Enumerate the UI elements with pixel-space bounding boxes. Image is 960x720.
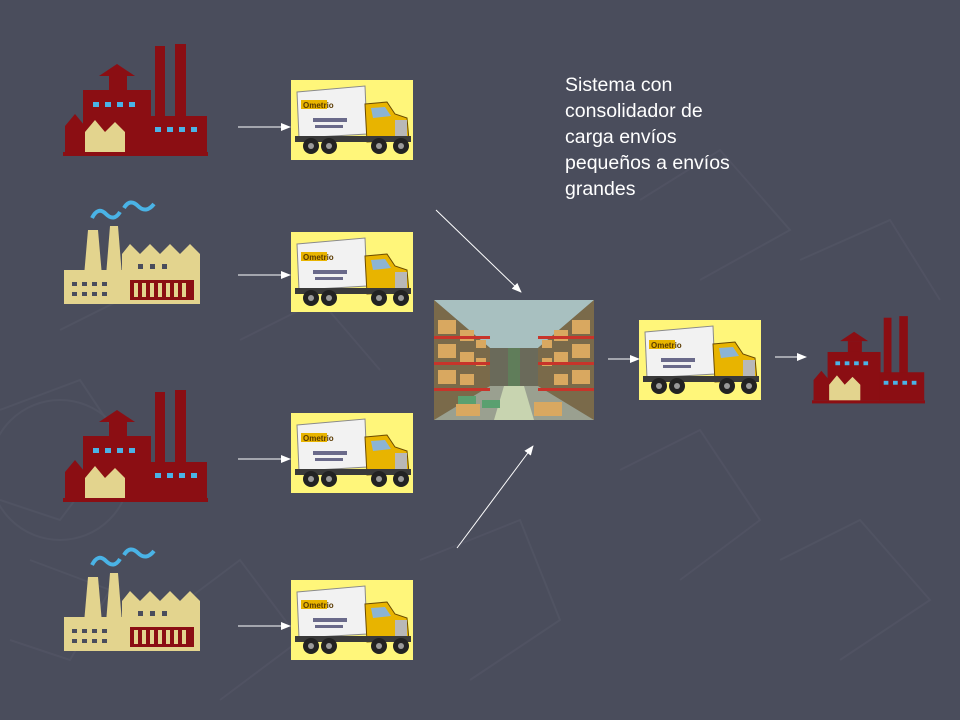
svg-text:Ometrio: Ometrio bbox=[651, 341, 682, 350]
truck-icon: Ometrio bbox=[291, 232, 413, 312]
factory-cream-1 bbox=[64, 200, 200, 304]
factory-cream-2 bbox=[64, 547, 200, 651]
truck-card-4: Ometrio bbox=[291, 580, 413, 660]
svg-text:Ometrio: Ometrio bbox=[303, 253, 334, 262]
factory-smoke-icon bbox=[64, 200, 200, 304]
factory-red-2 bbox=[63, 390, 208, 502]
caption-line-2: consolidador de bbox=[565, 100, 703, 122]
truck-card-1: Ometrio bbox=[291, 80, 413, 160]
truck-icon: Ometrio bbox=[291, 580, 413, 660]
caption-text: Sistema con consolidador de carga envíos… bbox=[565, 72, 805, 202]
svg-text:Ometrio: Ometrio bbox=[303, 601, 334, 610]
svg-text:Ometrio: Ometrio bbox=[303, 101, 334, 110]
truck-icon: Ometrio bbox=[291, 80, 413, 160]
truck-icon: Ometrio bbox=[639, 320, 761, 400]
caption-line-4: pequeños a envíos bbox=[565, 152, 730, 174]
caption-line-3: carga envíos bbox=[565, 126, 677, 148]
factory-smoke-icon bbox=[64, 547, 200, 651]
caption-line-5: grandes bbox=[565, 178, 636, 200]
warehouse-image bbox=[434, 300, 594, 420]
factory-red-destination bbox=[812, 316, 925, 404]
truck-card-3: Ometrio bbox=[291, 413, 413, 493]
svg-text:Ometrio: Ometrio bbox=[303, 434, 334, 443]
factory-red-1 bbox=[63, 44, 208, 156]
factory-icon bbox=[63, 44, 208, 156]
truck-card-consolidated: Ometrio bbox=[639, 320, 761, 400]
factory-icon bbox=[812, 316, 925, 404]
factory-icon bbox=[63, 390, 208, 502]
truck-icon: Ometrio bbox=[291, 413, 413, 493]
caption-line-1: Sistema con bbox=[565, 74, 673, 96]
truck-card-2: Ometrio bbox=[291, 232, 413, 312]
